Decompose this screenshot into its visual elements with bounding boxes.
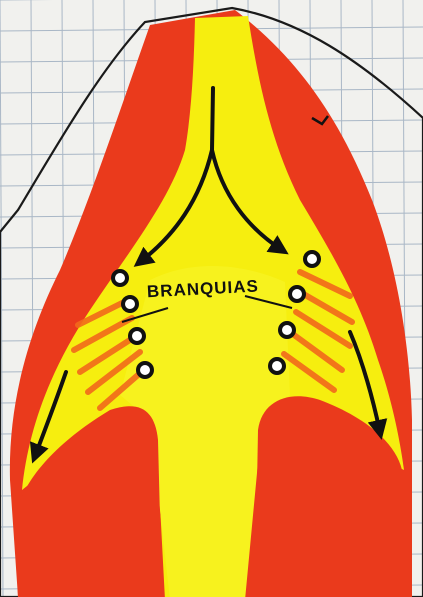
gill-opening [290,287,304,301]
gill-opening [138,363,152,377]
gill-opening [280,323,294,337]
gill-opening [113,271,127,285]
gill-opening [270,359,284,373]
arrow-in-stem [212,88,213,150]
gill-opening [130,329,144,343]
gill-opening [305,252,319,266]
gill-opening [123,297,137,311]
